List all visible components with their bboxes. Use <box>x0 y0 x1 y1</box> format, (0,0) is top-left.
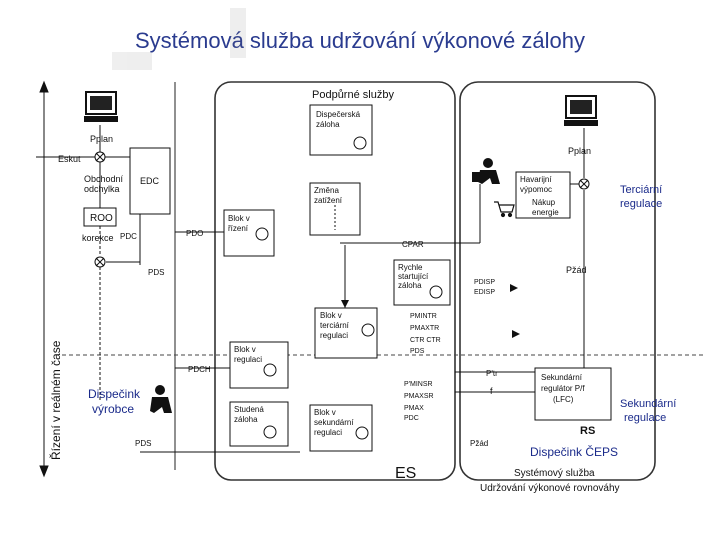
dispatch-reserve-line2: záloha <box>316 120 340 129</box>
generator-icon <box>361 323 375 337</box>
pmaxt-label: PMAXTR <box>410 325 439 332</box>
roo-label: ROO <box>90 213 113 224</box>
fast-start-line3: záloha <box>398 281 422 290</box>
es-label: ES <box>395 465 416 482</box>
pdc-label: PDC <box>120 232 137 241</box>
dispatch-ceps-label: Dispečink ČEPS <box>530 444 618 459</box>
arrow-icon <box>510 284 518 292</box>
arrow-icon <box>512 330 520 338</box>
load-change-line1: Změna <box>314 186 339 195</box>
block-regulation-line2: regulaci <box>234 355 262 364</box>
pdc3-label: PDC <box>404 415 419 422</box>
block-control-line2: řízení <box>228 224 249 233</box>
block-tertiary-line2: terciární <box>320 321 350 330</box>
block-secondary-line2: sekundární <box>314 418 354 427</box>
fast-start-reserve-block <box>393 259 451 306</box>
emergency-line4: energie <box>532 208 559 217</box>
cold-reserve-line2: záloha <box>234 415 258 424</box>
tertiary-regulation-line2: regulace <box>620 198 662 210</box>
f-label: f <box>490 386 493 396</box>
trade-deviation-line2: odchylka <box>84 184 120 194</box>
block-regulation-line1: Blok v <box>234 345 256 354</box>
block-tertiary-line3: regulaci <box>320 331 348 340</box>
eskut-label: Eskut <box>58 154 81 164</box>
lfc-line1: Sekundární <box>541 373 583 382</box>
trade-deviation-line1: Obchodní <box>84 174 124 184</box>
lfc-line3: (LFC) <box>553 395 574 404</box>
secondary-regulation-line2: regulace <box>624 412 666 424</box>
dispatch-producer-line1: Dispečink <box>88 387 141 401</box>
generator-icon <box>355 426 369 440</box>
correction-label: korekce <box>82 233 114 243</box>
shopping-cart-icon <box>494 201 515 218</box>
summing-junction <box>94 151 106 163</box>
ptr-label: P'tr <box>486 369 498 378</box>
pdo-label: PDO <box>186 229 203 238</box>
operator-person-icon <box>472 158 500 184</box>
lfc-block <box>534 367 612 421</box>
pzad-right-label: Pžád <box>566 265 587 275</box>
fast-start-line1: Rychle <box>398 263 423 272</box>
pdch-label: PDCH <box>188 365 211 374</box>
system-service-line1: Systémový služba <box>514 468 595 479</box>
load-change-line2: zatížení <box>314 196 343 205</box>
generator-icon <box>263 363 277 377</box>
pplan-right-label: Pplan <box>568 146 591 156</box>
producer-dispatcher-person-icon <box>150 385 172 413</box>
block-regulation-block <box>229 341 289 389</box>
dispatch-producer-line2: výrobce <box>92 402 134 416</box>
diagram-title: Systémová služba udržování výkonové zálo… <box>134 28 585 53</box>
emergency-line2: výpomoc <box>520 185 552 194</box>
ctr-label: CTR CTR <box>410 337 441 344</box>
left-axis-label: Řízení v reálném čase <box>48 340 63 460</box>
summing-junction <box>578 178 590 190</box>
edc-block <box>129 147 171 215</box>
pmint-label: PMINTR <box>410 313 437 320</box>
lfc-line2: regulátor P/f <box>541 384 585 393</box>
pds-bottom-label: PDS <box>135 439 151 448</box>
cpar-label: CPAR <box>402 240 424 249</box>
block-control-line1: Blok v <box>228 214 250 223</box>
pdisp-label: PDISP <box>474 279 495 286</box>
secondary-regulation-line1: Sekundární <box>620 398 676 410</box>
emergency-line3: Nákup <box>532 198 556 207</box>
pds2-label: PDS <box>410 348 425 355</box>
system-service-line2: Udržování výkonové rovnováhy <box>480 483 620 494</box>
block-tertiary-line1: Blok v <box>320 311 342 320</box>
pmins-label: P'MINSR <box>404 381 433 388</box>
dispatch-reserve-line1: Dispečerská <box>316 110 361 119</box>
pds-label: PDS <box>148 268 164 277</box>
generator-icon <box>353 136 367 150</box>
generator-icon <box>263 425 277 439</box>
pmax-label: PMAX <box>404 405 424 412</box>
support-services-region <box>214 81 456 481</box>
support-services-label: Podpůrné služby <box>312 89 394 101</box>
pzad-bottom-label: Pžád <box>470 439 488 448</box>
left-axis <box>39 80 49 478</box>
computer-icon <box>84 91 118 122</box>
block-secondary-line3: regulaci <box>314 428 342 437</box>
generator-icon <box>429 285 443 299</box>
summing-junction <box>94 256 106 268</box>
scan-artifact <box>112 8 246 70</box>
pmaxs-label: PMAXSR <box>404 393 434 400</box>
fast-start-line2: startující <box>398 272 429 281</box>
emergency-purchase-block <box>515 171 571 219</box>
tertiary-regulation-line1: Terciární <box>620 184 662 196</box>
pplan-left-label: Pplan <box>90 134 113 144</box>
computer-icon <box>564 95 598 126</box>
system-service-region <box>459 81 656 481</box>
block-secondary-line1: Blok v <box>314 408 336 417</box>
cold-reserve-line1: Studená <box>234 405 264 414</box>
generator-icon <box>255 227 269 241</box>
cold-reserve-block <box>229 401 289 447</box>
rs-label: RS <box>580 425 595 437</box>
emergency-line1: Havarijní <box>520 175 552 184</box>
edisp-label: EDISP <box>474 289 495 296</box>
edc-label: EDC <box>140 176 160 186</box>
